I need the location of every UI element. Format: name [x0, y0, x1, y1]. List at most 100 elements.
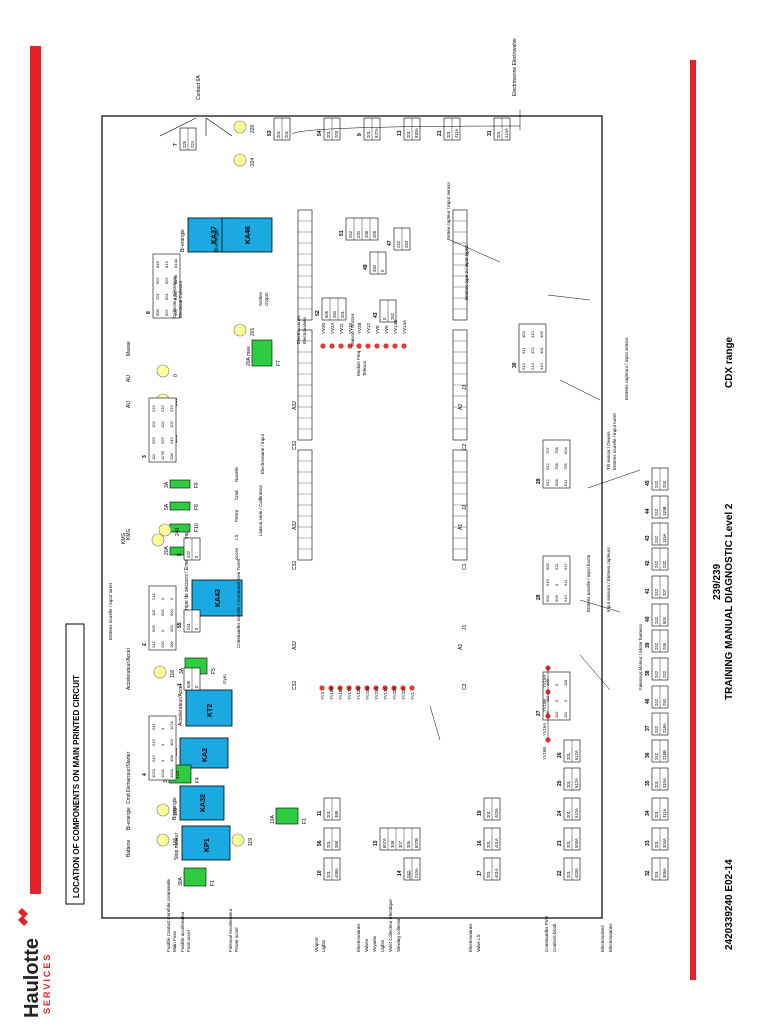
- left-label: Commandes PVG: [544, 915, 549, 952]
- function-label: Electrical Collector: [178, 280, 183, 318]
- function-label: Commandes tourelle / Command from Turret: [236, 558, 241, 648]
- connector-id: 23: [557, 840, 563, 846]
- j-connector-label: C1: [462, 563, 468, 570]
- led-label: 224: [250, 157, 256, 166]
- connector-pin: 307: [398, 840, 403, 848]
- haulotte-logo: Haulotte SERVICES: [14, 900, 54, 1020]
- connector-id: 39: [645, 642, 651, 648]
- red-led-left: [328, 685, 334, 691]
- connector-id: 45: [645, 480, 651, 486]
- block-id: 4: [142, 773, 148, 776]
- block-cell: 907: [164, 277, 169, 284]
- yv-label: YV12: [366, 322, 371, 334]
- block-cell: 0: [554, 583, 559, 586]
- relay-title: Accelerateur/Accel: [178, 684, 184, 726]
- leader-line: [547, 294, 591, 301]
- top-label: AU: [126, 375, 132, 382]
- left-label: Valves: [364, 938, 369, 952]
- block-cell: 926: [160, 437, 165, 444]
- left-label: Electrovannes: [608, 923, 613, 952]
- block-cell: 215: [151, 405, 156, 412]
- relay-6: [221, 217, 273, 253]
- connector-pin: 260: [332, 310, 337, 318]
- block-30: [518, 323, 547, 373]
- fuse-id: F7: [276, 360, 282, 366]
- function-label: Electrovalves: [302, 316, 307, 344]
- block-cell: 403: [169, 739, 174, 746]
- function-label: Falesous Moteur / Motor harness: [638, 623, 643, 690]
- connector-pin: 232: [662, 560, 667, 568]
- connector-pin: 201: [340, 310, 345, 318]
- function-label: Collecteur Electrique: [172, 276, 177, 318]
- fuse-id: F5: [211, 668, 217, 674]
- footer-page: 239/239: [712, 563, 723, 600]
- block-cell: 106: [169, 641, 174, 648]
- top-label: Accelerateur/Accel: [126, 648, 132, 690]
- connector-id: 42: [645, 560, 651, 566]
- relay-title: Bi-energie: [214, 229, 220, 252]
- block-cell: 510: [563, 595, 568, 602]
- left-label: Fuse accel: [186, 930, 191, 952]
- connector-id: 15: [373, 840, 379, 846]
- block-cell: 0: [160, 743, 165, 746]
- left-label: Electrovalves: [600, 924, 605, 952]
- yv-bottom-label: YV15A: [542, 675, 547, 688]
- block-cell: 215: [151, 739, 156, 746]
- red-led-right: [383, 343, 389, 349]
- block-cell: 241: [151, 723, 156, 730]
- block-cell: 110: [554, 711, 559, 718]
- block-cell: 422: [530, 347, 535, 354]
- block-3: [148, 397, 177, 463]
- connector-pin: 904: [662, 616, 667, 624]
- block-cell: 242: [169, 437, 174, 444]
- relay-2: [179, 785, 225, 821]
- connector-pin: 612A: [574, 750, 579, 760]
- relay-title: Bi-energie: [172, 797, 178, 820]
- connector-pin: 201: [566, 810, 571, 818]
- yv-left-label: YV21B: [365, 687, 370, 700]
- led-label: 226: [250, 124, 256, 133]
- connector-pin: 207: [662, 588, 667, 596]
- connector-pin: 242: [654, 642, 659, 650]
- left-label: Slewing collector: [396, 918, 401, 952]
- connector-pin: 304A: [662, 838, 667, 848]
- connector-pin: 201: [566, 752, 571, 760]
- block-cell: 108: [545, 679, 550, 686]
- connector-pin: 606: [324, 310, 329, 318]
- function-label: Tilt sensor / Devers: [606, 431, 611, 470]
- connector-id: 51: [339, 230, 345, 236]
- connector-pin: 927A: [374, 128, 379, 138]
- block-id: 3: [142, 455, 148, 458]
- connector-id: 26: [557, 752, 563, 758]
- connector-52: [321, 297, 347, 321]
- connector-pin: 242: [406, 870, 411, 878]
- connector-id: 1: [177, 683, 183, 686]
- connector-pin: 201: [284, 130, 289, 138]
- block-cell: 111A: [160, 769, 165, 778]
- connector-id: 53: [267, 130, 273, 136]
- relay-id: KP1: [204, 838, 211, 852]
- connector-pin: 930A: [414, 128, 419, 138]
- board-outline: [101, 115, 603, 919]
- red-led-right: [401, 343, 407, 349]
- leader-line: [291, 125, 521, 135]
- function-label: Entrees tourelle / Input turret: [108, 582, 113, 640]
- function-label: Maison / Buzzer: [350, 313, 355, 346]
- fuse-id: F1: [302, 818, 308, 824]
- red-led-right: [329, 343, 335, 349]
- connector-id: 32: [645, 870, 651, 876]
- led-8: [156, 364, 170, 378]
- connector-pin: 242: [654, 670, 659, 678]
- block-cell: 112: [545, 695, 550, 702]
- connector-pin: 0: [194, 627, 199, 630]
- function-label: Module Freq: [356, 350, 361, 376]
- block-cell: 604: [563, 447, 568, 454]
- block-cell: 0: [160, 759, 165, 762]
- function-label: Cmd: [234, 490, 239, 500]
- relay-0: [181, 825, 231, 861]
- left-label: Fulesoal Accelerateur: [228, 908, 233, 952]
- j-connector-label: A2: [458, 644, 464, 650]
- j-connector-label: C2: [462, 443, 468, 450]
- function-label: LS: [234, 534, 239, 540]
- block-cell: 612: [545, 463, 550, 470]
